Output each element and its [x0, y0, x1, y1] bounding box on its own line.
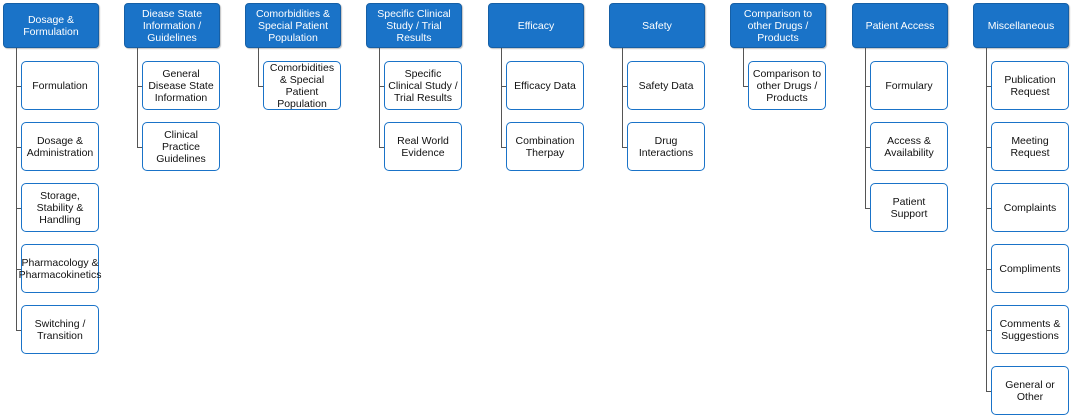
connector-branch [16, 207, 21, 209]
connector-branch [501, 146, 506, 148]
connector-branch [16, 268, 21, 270]
subcategory-box: Patient Support [870, 183, 948, 232]
connector-branch [865, 207, 870, 209]
subcategory-box: Storage, Stability & Handling [21, 183, 99, 232]
connector-branch [865, 146, 870, 148]
subcategory-box: Compliments [991, 244, 1069, 293]
subcategory-box: Dosage & Administration [21, 122, 99, 171]
subcategory-box: Efficacy Data [506, 61, 584, 110]
subcategory-box: Access & Availability [870, 122, 948, 171]
connector-branch [986, 268, 991, 270]
connector-branch [16, 85, 21, 87]
connector-branch [622, 85, 627, 87]
connector-branch [16, 329, 21, 331]
category-header-clinical-study: Specific Clinical Study / Trial Results [366, 3, 462, 48]
connector-branch [379, 146, 384, 148]
connector-trunk [501, 48, 502, 147]
connector-trunk [379, 48, 380, 147]
connector-branch [258, 85, 263, 87]
connector-trunk [137, 48, 138, 147]
subcategory-box: Comparison to other Drugs / Products [748, 61, 826, 110]
connector-trunk [986, 48, 987, 391]
connector-trunk [258, 48, 259, 86]
connector-trunk [865, 48, 866, 208]
subcategory-box: Clinical Practice Guidelines [142, 122, 220, 171]
category-header-dosage-formulation: Dosage & Formulation [3, 3, 99, 48]
subcategory-box: General or Other [991, 366, 1069, 415]
connector-trunk [743, 48, 744, 86]
category-header-comorbidities: Comorbidities & Special Patient Populati… [245, 3, 341, 48]
connector-branch [986, 329, 991, 331]
connector-branch [865, 85, 870, 87]
category-header-patient-access: Patient Access [852, 3, 948, 48]
subcategory-box: Switching / Transition [21, 305, 99, 354]
subcategory-box: Complaints [991, 183, 1069, 232]
connector-branch [986, 85, 991, 87]
subcategory-box: Comments & Suggestions [991, 305, 1069, 354]
category-header-comparison: Comparison to other Drugs / Products [730, 3, 826, 48]
subcategory-box: Safety Data [627, 61, 705, 110]
connector-branch [986, 207, 991, 209]
subcategory-box: Combination Therpay [506, 122, 584, 171]
connector-branch [622, 146, 627, 148]
connector-branch [379, 85, 384, 87]
subcategory-box: General Disease State Information [142, 61, 220, 110]
connector-branch [137, 146, 142, 148]
connector-trunk [16, 48, 17, 330]
connector-trunk [622, 48, 623, 147]
connector-branch [743, 85, 748, 87]
subcategory-box: Drug Interactions [627, 122, 705, 171]
category-header-disease-state: Diease State Information / Guidelines [124, 3, 220, 48]
subcategory-box: Comorbidities & Special Patient Populati… [263, 61, 341, 110]
subcategory-box: Real World Evidence [384, 122, 462, 171]
subcategory-box: Specific Clinical Study / Trial Results [384, 61, 462, 110]
connector-branch [986, 146, 991, 148]
connector-branch [137, 85, 142, 87]
subcategory-box: Meeting Request [991, 122, 1069, 171]
connector-branch [16, 146, 21, 148]
subcategory-box: Pharmacology & Pharmacokinetics [19, 244, 101, 293]
subcategory-box: Formulary [870, 61, 948, 110]
category-header-efficacy: Efficacy [488, 3, 584, 48]
category-header-safety: Safety [609, 3, 705, 48]
connector-branch [501, 85, 506, 87]
subcategory-box: Formulation [21, 61, 99, 110]
subcategory-box: Publication Request [991, 61, 1069, 110]
category-header-miscellaneous: Miscellaneous [973, 3, 1069, 48]
connector-branch [986, 390, 991, 392]
